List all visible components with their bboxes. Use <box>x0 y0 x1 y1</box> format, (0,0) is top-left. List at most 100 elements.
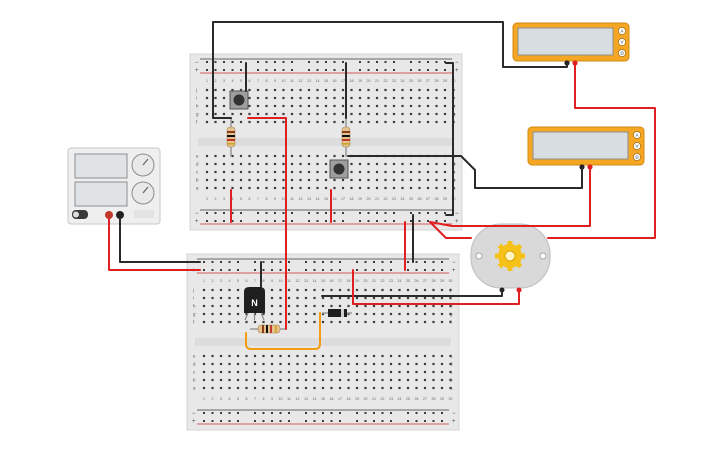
rail-hole[interactable] <box>407 420 409 422</box>
terminal-hole[interactable] <box>307 154 311 158</box>
terminal-hole[interactable] <box>406 320 410 324</box>
terminal-hole[interactable] <box>392 162 396 166</box>
terminal-hole[interactable] <box>426 170 430 174</box>
rail-hole[interactable] <box>441 420 443 422</box>
terminal-hole[interactable] <box>432 312 435 316</box>
terminal-hole[interactable] <box>256 88 260 92</box>
terminal-hole[interactable] <box>211 354 214 358</box>
terminal-hole[interactable] <box>358 162 362 166</box>
terminal-hole[interactable] <box>372 304 376 308</box>
wire-black[interactable] <box>212 89 232 119</box>
rail-hole[interactable] <box>254 420 256 422</box>
terminal-hole[interactable] <box>253 362 257 366</box>
rail-hole[interactable] <box>339 269 341 271</box>
terminal-hole[interactable] <box>367 96 370 100</box>
terminal-hole[interactable] <box>202 378 206 382</box>
terminal-hole[interactable] <box>426 112 430 116</box>
diode[interactable] <box>322 309 352 317</box>
wire-red[interactable] <box>352 269 520 305</box>
terminal-hole[interactable] <box>381 370 384 374</box>
rail-hole[interactable] <box>424 412 426 414</box>
terminal-hole[interactable] <box>299 162 302 166</box>
terminal-hole[interactable] <box>364 386 367 390</box>
terminal-hole[interactable] <box>256 162 260 166</box>
terminal-hole[interactable] <box>440 386 444 390</box>
terminal-hole[interactable] <box>296 378 299 382</box>
terminal-hole[interactable] <box>228 362 231 366</box>
rail-hole[interactable] <box>333 220 336 222</box>
terminal-hole[interactable] <box>202 320 206 324</box>
rail-hole[interactable] <box>373 269 375 271</box>
terminal-hole[interactable] <box>418 186 421 190</box>
terminal-hole[interactable] <box>409 88 413 92</box>
rail-hole[interactable] <box>203 412 205 414</box>
terminal-hole[interactable] <box>279 378 282 382</box>
terminal-hole[interactable] <box>316 178 319 182</box>
terminal-hole[interactable] <box>449 362 452 366</box>
terminal-hole[interactable] <box>248 186 251 190</box>
terminal-hole[interactable] <box>423 288 427 292</box>
terminal-hole[interactable] <box>222 112 226 116</box>
terminal-hole[interactable] <box>219 312 223 316</box>
terminal-hole[interactable] <box>236 288 240 292</box>
terminal-hole[interactable] <box>443 178 447 182</box>
terminal-hole[interactable] <box>381 362 384 366</box>
terminal-hole[interactable] <box>347 362 350 366</box>
terminal-hole[interactable] <box>432 320 435 324</box>
terminal-hole[interactable] <box>418 162 421 166</box>
terminal-hole[interactable] <box>324 178 328 182</box>
terminal-hole[interactable] <box>418 96 421 100</box>
terminal-hole[interactable] <box>401 88 404 92</box>
terminal-hole[interactable] <box>338 354 342 358</box>
terminal-hole[interactable] <box>418 170 421 174</box>
rail-hole[interactable] <box>220 412 222 414</box>
terminal-hole[interactable] <box>287 378 291 382</box>
rail-hole[interactable] <box>228 261 231 263</box>
terminal-hole[interactable] <box>435 178 438 182</box>
terminal-hole[interactable] <box>222 178 226 182</box>
terminal-hole[interactable] <box>375 96 379 100</box>
rail-hole[interactable] <box>288 269 290 271</box>
terminal-hole[interactable] <box>222 186 226 190</box>
terminal-hole[interactable] <box>211 386 214 390</box>
terminal-hole[interactable] <box>415 354 418 358</box>
terminal-hole[interactable] <box>406 304 410 308</box>
terminal-hole[interactable] <box>409 112 413 116</box>
terminal-hole[interactable] <box>219 296 223 300</box>
terminal-hole[interactable] <box>265 104 268 108</box>
rail-hole[interactable] <box>427 61 429 63</box>
rail-hole[interactable] <box>240 212 242 214</box>
terminal-hole[interactable] <box>406 354 410 358</box>
rail-hole[interactable] <box>432 261 435 263</box>
rail-hole[interactable] <box>441 412 443 414</box>
rail-hole[interactable] <box>231 69 234 71</box>
terminal-hole[interactable] <box>299 96 302 100</box>
terminal-hole[interactable] <box>367 170 370 174</box>
terminal-hole[interactable] <box>304 362 308 366</box>
terminal-hole[interactable] <box>262 370 265 374</box>
terminal-hole[interactable] <box>279 354 282 358</box>
terminal-hole[interactable] <box>341 154 345 158</box>
rail-hole[interactable] <box>305 412 307 414</box>
terminal-hole[interactable] <box>372 370 376 374</box>
rail-hole[interactable] <box>381 261 384 263</box>
rail-hole[interactable] <box>291 69 293 71</box>
multimeter-1-mode-ohm[interactable] <box>618 49 626 57</box>
rail-hole[interactable] <box>211 412 214 414</box>
terminal-hole[interactable] <box>256 154 260 158</box>
terminal-hole[interactable] <box>423 378 427 382</box>
terminal-hole[interactable] <box>316 112 319 116</box>
terminal-hole[interactable] <box>219 362 223 366</box>
terminal-hole[interactable] <box>265 112 268 116</box>
terminal-hole[interactable] <box>423 320 427 324</box>
rail-hole[interactable] <box>316 69 319 71</box>
rail-hole[interactable] <box>359 61 361 63</box>
rail-hole[interactable] <box>223 69 225 71</box>
rail-hole[interactable] <box>444 69 446 71</box>
rail-hole[interactable] <box>342 69 344 71</box>
terminal-hole[interactable] <box>287 304 291 308</box>
terminal-hole[interactable] <box>287 354 291 358</box>
terminal-hole[interactable] <box>202 370 206 374</box>
multimeter-1-mode-v[interactable] <box>618 38 626 46</box>
terminal-hole[interactable] <box>307 162 311 166</box>
